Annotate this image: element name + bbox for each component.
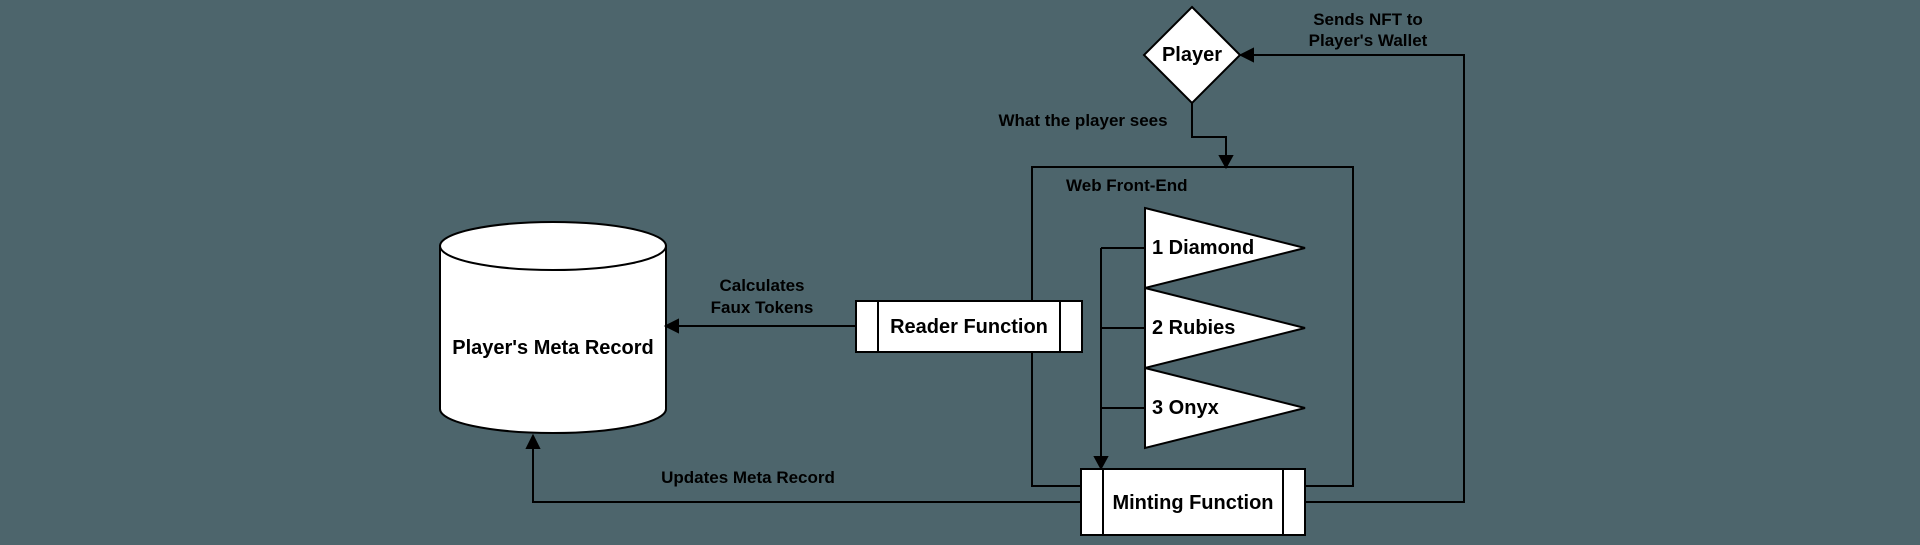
meta-record-cylinder <box>439 221 667 434</box>
arrowhead-left-record <box>663 318 679 334</box>
edge-label-calculates: Calculates Faux Tokens <box>710 276 814 317</box>
option-label-onyx: 3 Onyx <box>1152 397 1219 419</box>
minting-function-box <box>1080 468 1306 536</box>
arrowhead-left-player <box>1238 47 1254 63</box>
option-triangle-diamond <box>1144 206 1306 290</box>
edge-minting-to-record <box>525 433 1081 503</box>
web-front-end-label: Web Front-End <box>1066 176 1188 195</box>
player-diamond <box>1142 5 1242 105</box>
arrowhead-down-minting <box>1093 456 1109 471</box>
edge-reader-to-record <box>663 318 856 334</box>
arrowhead-down-frontend <box>1218 155 1234 170</box>
reader-function-box <box>855 300 1083 353</box>
option-triangle-rubies <box>1144 286 1306 370</box>
arrowhead-up-record <box>525 433 541 449</box>
edge-label-updates: Updates Meta Record <box>661 468 835 487</box>
edge-label-sends-nft: Sends NFT to Player's Wallet <box>1308 10 1428 50</box>
option-label-rubies: 2 Rubies <box>1152 317 1236 339</box>
edge-player-to-frontend <box>1191 103 1234 170</box>
edge-minting-to-player <box>1238 47 1465 503</box>
option-triangle-onyx <box>1144 366 1306 450</box>
reader-function-label: Reader Function <box>890 316 1048 338</box>
option-label-diamond: 1 Diamond <box>1152 237 1255 259</box>
player-label: Player <box>1161 44 1223 66</box>
minting-function-label: Minting Function <box>1112 492 1274 514</box>
edge-options-to-minting <box>1093 247 1145 471</box>
edge-label-what-player-sees: What the player sees <box>998 111 1168 130</box>
meta-record-label: Player's Meta Record <box>452 337 654 359</box>
